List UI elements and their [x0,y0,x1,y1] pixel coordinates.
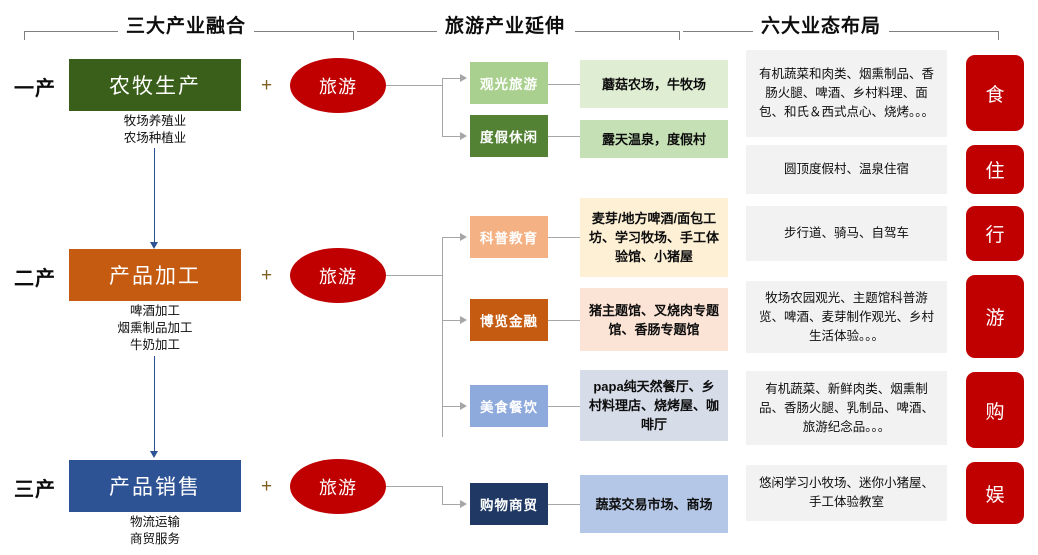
connector-arrow-b3 [460,233,467,241]
stage-box-1[interactable]: 农牧生产 [69,59,241,111]
format-card-4: 牧场农园观光、主题馆科普游览、啤酒、麦芽制作观光、乡村生活体验。。。 [746,281,947,353]
connector-h-b5 [442,406,461,407]
branch-chip-6[interactable]: 购物商贸 [470,483,548,525]
flow-arrow-2-3 [154,356,155,452]
format-card-1: 有机蔬菜和肉类、烟熏制品、香肠火腿、啤酒、乡村料理、面包、和氏＆西式点心、烧烤。… [746,50,947,137]
header-title-2: 旅游产业延伸 [437,11,574,38]
header-title-1: 三大产业融合 [118,11,255,38]
chip-detail-link-5 [548,406,580,407]
format-badge-3[interactable]: 行 [966,206,1024,261]
connector-h-e2 [386,275,443,276]
connector-arrow-b2 [460,132,467,140]
branch-chip-3[interactable]: 科普教育 [470,216,548,258]
plus-sign-2: + [261,265,273,286]
header-bracket-line-3b [889,31,999,32]
branch-detail-3: 麦芽/地方啤酒/面包工坊、学习牧场、手工体验馆、小猪屋 [580,198,728,277]
header-title-3: 六大业态布局 [753,11,890,38]
format-badge-6[interactable]: 娱 [966,462,1024,524]
chip-detail-link-2 [548,136,580,137]
branch-chip-2[interactable]: 度假休闲 [470,115,548,157]
format-badge-1[interactable]: 食 [966,55,1024,131]
branch-chip-4[interactable]: 博览金融 [470,299,548,341]
connector-arrow-b5 [460,402,467,410]
connector-arrow-b6 [460,500,467,508]
flow-arrow-1-2 [154,148,155,243]
plus-sign-1: + [261,75,273,96]
format-card-5: 有机蔬菜、新鲜肉类、烟熏制品、香肠火腿、乳制品、啤酒、旅游纪念品。。。 [746,371,947,445]
header-bracket-tick-3-right [998,31,999,40]
header-bracket-line-2 [357,31,439,32]
header-bracket-tick-1-right [353,31,354,40]
flow-arrow-head-2-3 [150,451,158,458]
connector-v-e1 [442,78,443,136]
stage-subtitle-1-line1: 牧场养殖业 农场种植业 [123,114,187,145]
tier-label-3: 三产 [14,479,56,501]
stage-box-3[interactable]: 产品销售 [69,460,241,512]
format-badge-5[interactable]: 购 [966,372,1024,448]
connector-h-b3 [442,237,461,238]
branch-detail-2: 露天温泉，度假村 [580,120,728,158]
connector-v-e3 [442,486,443,505]
format-badge-4[interactable]: 游 [966,275,1024,358]
connector-h-b2 [442,136,461,137]
format-badge-2[interactable]: 住 [966,145,1024,194]
stage-subtitle-1: 牧场养殖业 农场种植业 [69,113,241,147]
stage-subtitle-3: 物流运输 商贸服务 [69,514,241,548]
chip-detail-link-1 [548,84,580,85]
connector-h-e1 [386,85,443,86]
tier-label-2: 二产 [14,268,56,290]
tourism-ellipse-3[interactable]: 旅游 [290,459,386,514]
format-card-6: 悠闲学习小牧场、迷你小猪屋、手工体验教室 [746,465,947,521]
branch-chip-5[interactable]: 美食餐饮 [470,385,548,427]
connector-v-e2 [442,237,443,437]
stage-box-2[interactable]: 产品加工 [69,249,241,301]
header-bracket-line-3 [683,31,755,32]
chip-detail-link-3 [548,237,580,238]
format-card-3: 步行道、骑马、自驾车 [746,206,947,261]
connector-h-b1 [442,78,461,79]
branch-detail-6: 蔬菜交易市场、商场 [580,475,728,533]
branch-detail-1: 蘑菇农场，牛牧场 [580,60,728,108]
tier-label-1: 一产 [14,78,56,100]
stage-subtitle-2: 啤酒加工 烟熏制品加工 牛奶加工 [69,303,241,354]
connector-arrow-b4 [460,316,467,324]
tourism-ellipse-1[interactable]: 旅游 [290,58,386,113]
branch-detail-4: 猪主题馆、叉烧肉专题馆、香肠专题馆 [580,288,728,351]
header-bracket-line-1b [266,31,354,32]
header-bracket-tick-2-right [679,31,680,40]
plus-sign-3: + [261,476,273,497]
flow-arrow-head-1-2 [150,242,158,249]
header-bracket-line-2b [575,31,680,32]
chip-detail-link-4 [548,320,580,321]
connector-h-b6 [442,504,461,505]
chip-detail-link-6 [548,504,580,505]
connector-arrow-b1 [460,74,467,82]
branch-chip-1[interactable]: 观光旅游 [470,62,548,104]
format-card-2: 圆顶度假村、温泉住宿 [746,145,947,194]
stage-subtitle-2-line1: 啤酒加工 烟熏制品加工 牛奶加工 [117,304,193,352]
tourism-ellipse-2[interactable]: 旅游 [290,248,386,303]
connector-h-b4 [442,320,461,321]
connector-h-e3 [386,486,443,487]
header-bracket-tick-1-left [24,31,25,40]
stage-subtitle-3-line1: 物流运输 商贸服务 [129,515,180,546]
branch-detail-5: papa纯天然餐厅、乡村料理店、烧烤屋、咖啡厅 [580,370,728,441]
